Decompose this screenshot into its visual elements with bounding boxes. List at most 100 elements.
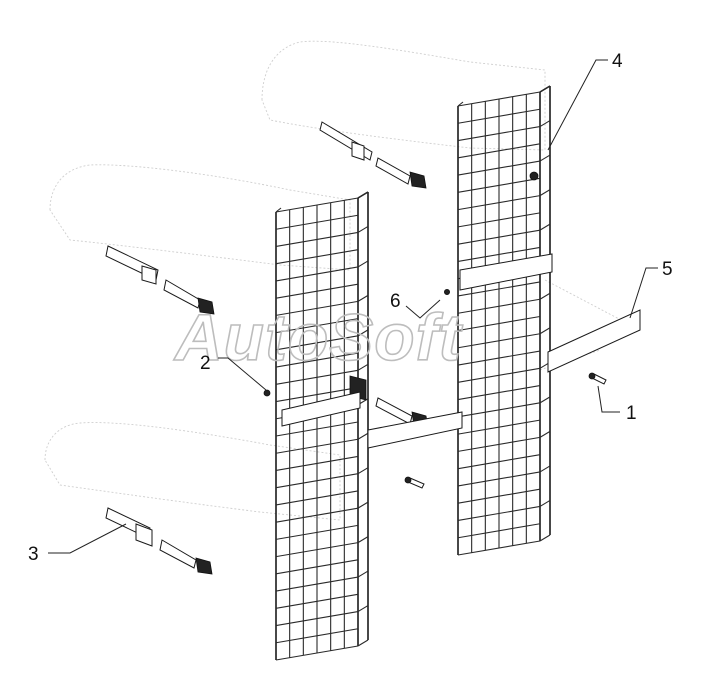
mesh-horizontal-wire <box>457 91 541 107</box>
mesh-horizontal-wire <box>275 266 359 282</box>
nut-2 <box>263 389 271 397</box>
leader-2 <box>218 357 267 391</box>
mesh-horizontal-wire <box>275 507 359 523</box>
mesh-side-rung <box>357 225 369 233</box>
mesh-horizontal-wire <box>275 490 359 506</box>
mesh-horizontal-wire <box>457 315 541 332</box>
mesh-horizontal-wire <box>275 610 359 627</box>
mesh-side-rung <box>539 465 551 473</box>
callout-4: 4 <box>612 51 623 72</box>
mesh-side-rung <box>357 191 369 199</box>
mesh-horizontal-wire <box>457 195 541 211</box>
mesh-side-rung <box>539 223 551 231</box>
mesh-horizontal-wire <box>275 300 359 316</box>
mesh-side-rung <box>357 432 369 440</box>
mesh-horizontal-wire <box>275 473 359 489</box>
callout-3: 3 <box>28 544 39 565</box>
mesh-horizontal-wire <box>275 386 359 403</box>
nut-6 <box>443 288 450 295</box>
watermark-autosoft: AutoSoft <box>173 300 464 374</box>
mesh-side-rung <box>539 154 551 162</box>
callout-2: 2 <box>200 353 211 374</box>
bolt-lower <box>404 476 425 489</box>
mesh-horizontal-wire <box>457 540 541 556</box>
mesh-side-rung <box>357 294 369 302</box>
cross-bar-upper <box>459 253 641 373</box>
mesh-horizontal-wire <box>275 318 359 334</box>
leader-4 <box>547 59 608 151</box>
mesh-horizontal-wire <box>275 249 359 265</box>
callout-6: 6 <box>390 291 401 312</box>
cross-bar-lower <box>281 391 463 449</box>
mesh-horizontal-wire <box>457 160 541 176</box>
mesh-horizontal-wire <box>457 471 541 487</box>
mesh-horizontal-wire <box>457 419 541 435</box>
strap-top <box>319 121 427 189</box>
mesh-horizontal-wire <box>457 436 541 452</box>
mesh-horizontal-wire <box>275 352 359 368</box>
left-mesh-panel <box>275 191 369 661</box>
mesh-horizontal-wire <box>275 593 359 609</box>
leader-3 <box>48 523 127 554</box>
mesh-side-rung <box>539 292 551 300</box>
mesh-side-rung <box>357 363 369 371</box>
callout-1: 1 <box>626 403 637 424</box>
bolt-1 <box>588 372 607 385</box>
mesh-horizontal-wire <box>457 125 541 142</box>
mesh-horizontal-wire <box>457 229 541 245</box>
mesh-side-rung <box>539 85 551 93</box>
ghost-bag-top <box>261 40 546 151</box>
mesh-horizontal-wire <box>457 333 541 349</box>
mesh-side-rung <box>357 536 369 544</box>
mesh-horizontal-wire <box>275 197 359 213</box>
mesh-side-rung <box>357 501 369 509</box>
mesh-side-rung <box>357 639 369 647</box>
mesh-horizontal-wire <box>457 367 541 383</box>
leader-6 <box>405 299 441 319</box>
leader-5 <box>629 267 658 319</box>
mesh-side-rung <box>357 467 369 475</box>
right-mesh-panel <box>457 85 551 556</box>
mesh-horizontal-wire <box>275 335 359 351</box>
mesh-horizontal-wire <box>275 214 359 230</box>
mesh-side-rung <box>357 570 369 578</box>
strap-middle <box>105 245 215 315</box>
mesh-horizontal-wire <box>457 281 541 297</box>
mesh-side-top-left <box>457 101 464 107</box>
leader-lines <box>48 59 658 554</box>
mesh-horizontal-wire <box>457 350 541 366</box>
mesh-horizontal-wire <box>457 298 541 314</box>
mesh-side-rung <box>539 120 551 128</box>
mesh-horizontal-wire <box>457 108 541 124</box>
mesh-horizontal-wire <box>457 505 541 522</box>
mesh-side-rung <box>539 534 551 542</box>
mesh-horizontal-wire <box>457 212 541 228</box>
mesh-horizontal-wire <box>275 542 359 558</box>
mesh-horizontal-wire <box>275 559 359 575</box>
ghost-bag-bottom <box>44 422 341 521</box>
mesh-horizontal-wire <box>457 143 541 159</box>
mesh-horizontal-wire <box>457 246 541 262</box>
mesh-side-rung <box>539 327 551 335</box>
mesh-horizontal-wire <box>275 628 359 644</box>
mesh-side-rung <box>539 396 551 404</box>
strap-bottom <box>105 507 213 575</box>
mesh-horizontal-wire <box>275 576 359 592</box>
bar-part-5 <box>547 309 641 373</box>
mesh-horizontal-wire <box>275 369 359 385</box>
leader-1 <box>597 385 620 413</box>
mesh-horizontal-wire <box>275 231 359 248</box>
mesh-horizontal-wire <box>275 421 359 437</box>
ghost-bag-middle <box>49 164 351 271</box>
bracket-4 <box>529 171 539 181</box>
mesh-horizontal-wire <box>457 177 541 193</box>
callout-5: 5 <box>662 259 673 280</box>
mesh-horizontal-wire <box>275 283 359 299</box>
mesh-side-rung <box>357 260 369 268</box>
mesh-side-rung <box>357 605 369 613</box>
mesh-side-rung <box>539 499 551 507</box>
mesh-side-rung <box>539 189 551 197</box>
mesh-horizontal-wire <box>457 402 541 418</box>
